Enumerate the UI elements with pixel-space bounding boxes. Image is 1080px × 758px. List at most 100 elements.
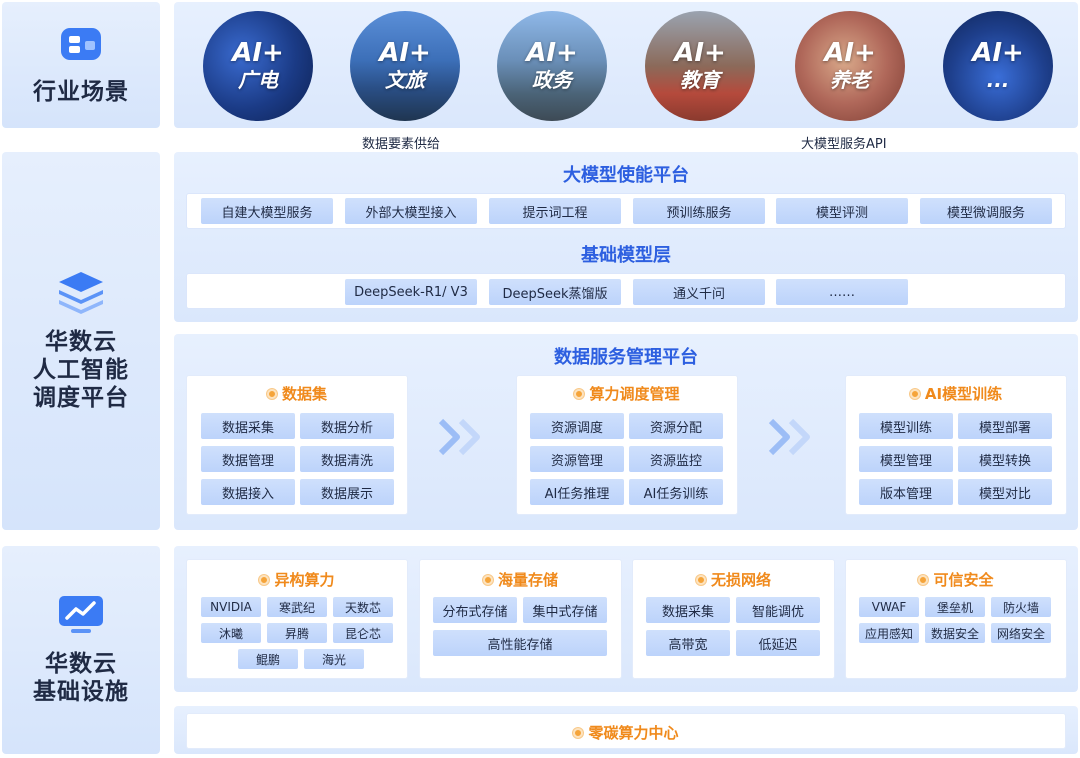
dataset-item[interactable]: 数据展示 [300,479,394,505]
foundation-item[interactable]: …… [776,279,908,305]
dataset-item[interactable]: 数据管理 [201,446,295,472]
network-item[interactable]: 高带宽 [646,630,730,656]
network-item[interactable]: 智能调优 [736,597,820,623]
network-item[interactable]: 低延迟 [736,630,820,656]
storage-item[interactable]: 高性能存储 [433,630,607,656]
datacenter-title-text: 零碳算力中心 [588,724,679,742]
bullet-dot-icon [573,727,584,738]
network-item[interactable]: 数据采集 [646,597,730,623]
training-item[interactable]: 模型转换 [958,446,1052,472]
layers-icon [59,272,103,314]
compute-item[interactable]: 昇腾 [267,623,327,643]
compute-item[interactable]: 天数芯 [333,597,393,617]
scene-label: 广电 [238,68,278,92]
double-chevron-right-icon [438,418,480,456]
dataset-item[interactable]: 数据采集 [201,413,295,439]
compute-item[interactable]: 鲲鹏 [238,649,298,669]
security-title: 可信安全 [845,569,1067,590]
scene-label: 养老 [830,68,870,92]
infra-label-line-2: 基础设施 [33,679,129,705]
dataset-item[interactable]: 数据接入 [201,479,295,505]
monitor-chart-icon [59,596,103,633]
platform-label-line-3: 调度平台 [33,385,129,411]
datacenter-box [186,713,1066,749]
bullet-dot-icon [259,574,270,585]
enablement-item[interactable]: 模型微调服务 [920,198,1052,224]
platform-label-line-1: 华数云 [45,329,117,355]
app-icon [61,28,101,60]
model-training-title: AI模型训练 [845,383,1067,404]
enablement-item[interactable]: 提示词工程 [489,198,621,224]
enablement-item[interactable]: 模型评测 [776,198,908,224]
compute-item[interactable]: NVIDIA [201,597,261,617]
caption-model-api: 大模型服务API [801,137,887,152]
training-item[interactable]: 版本管理 [859,479,953,505]
foundation-item[interactable]: DeepSeek蒸馏版 [489,279,621,305]
scene-ai-text: AI+ [526,38,578,68]
enablement-item[interactable]: 自建大模型服务 [201,198,333,224]
hetero-compute-title-text: 异构算力 [274,571,335,589]
compute-item[interactable]: 海光 [304,649,364,669]
scene-broadcast[interactable]: AI+ 广电 [203,11,313,121]
training-item[interactable]: 模型部署 [958,413,1052,439]
storage-item[interactable]: 分布式存储 [433,597,517,623]
model-training-title-text: AI模型训练 [924,385,1003,403]
enablement-item[interactable]: 外部大模型接入 [345,198,477,224]
training-item[interactable]: 模型管理 [859,446,953,472]
dataset-item[interactable]: 数据清洗 [300,446,394,472]
scene-tourism[interactable]: AI+ 文旅 [350,11,460,121]
dataset-title-text: 数据集 [281,385,327,403]
foundation-item[interactable]: 通义千问 [633,279,765,305]
compute-item[interactable]: 寒武纪 [267,597,327,617]
scene-government[interactable]: AI+ 政务 [497,11,607,121]
storage-title-text: 海量存储 [497,571,558,589]
industry-scenes-panel [174,2,1078,128]
security-box [845,559,1067,679]
industry-label: 行业场景 [33,79,129,105]
training-item[interactable]: 模型对比 [958,479,1052,505]
bullet-dot-icon [574,388,585,399]
scheduling-item[interactable]: AI任务训练 [629,479,723,505]
bullet-dot-icon [266,388,277,399]
foundation-item[interactable]: DeepSeek-R1/ V3 [345,279,477,305]
scene-eldercare[interactable]: AI+ 养老 [795,11,905,121]
security-item[interactable]: VWAF [859,597,919,617]
bullet-dot-icon [482,574,493,585]
security-item[interactable]: 堡垒机 [925,597,985,617]
training-item[interactable]: 模型训练 [859,413,953,439]
dataset-item[interactable]: 数据分析 [300,413,394,439]
scene-label: 教育 [680,68,720,92]
compute-scheduling-title: 算力调度管理 [516,383,738,404]
bullet-dot-icon [695,574,706,585]
scene-label: 文旅 [385,68,425,92]
compute-item[interactable]: 沐曦 [201,623,261,643]
dataset-title: 数据集 [186,383,408,404]
infra-label-panel: 华数云 基础设施 [2,546,160,754]
scheduling-item[interactable]: 资源管理 [530,446,624,472]
hetero-compute-title: 异构算力 [186,569,408,590]
security-item[interactable]: 防火墙 [991,597,1051,617]
network-title-text: 无损网络 [710,571,771,589]
scene-education[interactable]: AI+ 教育 [645,11,755,121]
platform-label-line-2: 人工智能 [33,357,129,383]
foundation-strip [186,273,1066,309]
security-title-text: 可信安全 [933,571,994,589]
enablement-title: 大模型使能平台 [563,165,689,186]
platform-label-panel: 华数云 人工智能 调度平台 [2,152,160,530]
scheduling-item[interactable]: 资源调度 [530,413,624,439]
scene-more[interactable]: AI+ ... [943,11,1053,121]
compute-item[interactable]: 昆仑芯 [333,623,393,643]
security-item[interactable]: 应用感知 [859,623,919,643]
compute-scheduling-title-text: 算力调度管理 [589,385,680,403]
storage-item[interactable]: 集中式存储 [523,597,607,623]
scene-ai-text: AI+ [824,38,876,68]
data-service-title: 数据服务管理平台 [554,347,698,368]
network-title: 无损网络 [632,569,835,590]
security-item[interactable]: 数据安全 [925,623,985,643]
security-item[interactable]: 网络安全 [991,623,1051,643]
industry-label-panel: 行业场景 [2,2,160,128]
scheduling-item[interactable]: 资源监控 [629,446,723,472]
scheduling-item[interactable]: AI任务推理 [530,479,624,505]
scheduling-item[interactable]: 资源分配 [629,413,723,439]
enablement-item[interactable]: 预训练服务 [633,198,765,224]
